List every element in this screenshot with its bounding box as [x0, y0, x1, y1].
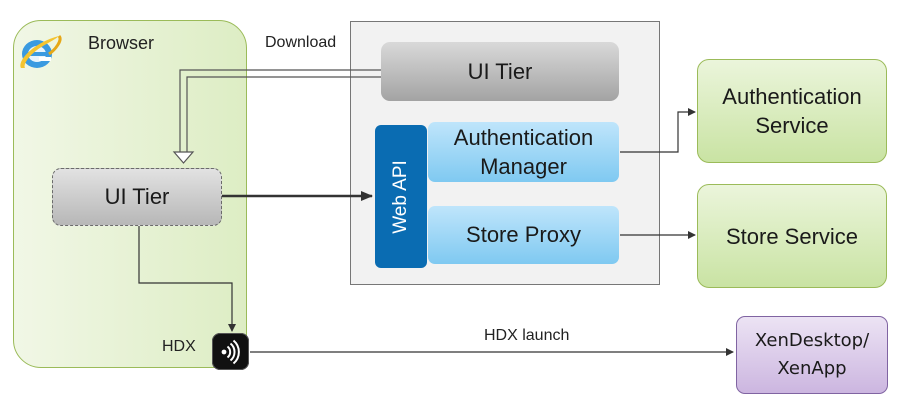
store-proxy-label: Store Proxy: [466, 222, 581, 247]
hdx-launch-label: HDX launch: [484, 327, 570, 344]
authentication-service-line2: Service: [755, 113, 829, 138]
server-ui-tier-box: UI Tier: [381, 42, 619, 101]
download-arrow: [172, 69, 381, 164]
internet-explorer-icon: [15, 30, 65, 74]
authentication-manager-line2: Manager: [480, 154, 567, 179]
authentication-service-line1: Authentication: [722, 84, 862, 109]
auth-manager-to-auth-service-arrow: [620, 108, 696, 153]
ui-to-hdx-arrow: [138, 226, 236, 332]
browser-ui-tier-label: UI Tier: [104, 184, 170, 209]
browser-label: Browser: [88, 33, 155, 53]
store-proxy-box: Store Proxy: [428, 206, 619, 264]
authentication-service-box: Authentication Service: [697, 59, 887, 163]
web-api-box: [375, 125, 427, 268]
store-service-box: Store Service: [697, 184, 887, 288]
store-service-label: Store Service: [725, 223, 859, 249]
xendesktop-xenapp-box: XenDesktop/ XenApp: [736, 316, 888, 394]
xenapp-line: XenApp: [777, 358, 847, 379]
xendesktop-line: XenDesktop/: [754, 330, 870, 351]
server-ui-tier-label: UI Tier: [467, 58, 533, 84]
hdx-label: HDX: [162, 338, 196, 355]
authentication-manager-box: Authentication Manager: [428, 122, 619, 182]
browser-ui-tier-box: UI Tier: [52, 168, 222, 226]
authentication-manager-line1: Authentication: [453, 125, 594, 150]
download-label: Download: [265, 34, 337, 51]
hdx-receiver-icon: [212, 333, 249, 370]
